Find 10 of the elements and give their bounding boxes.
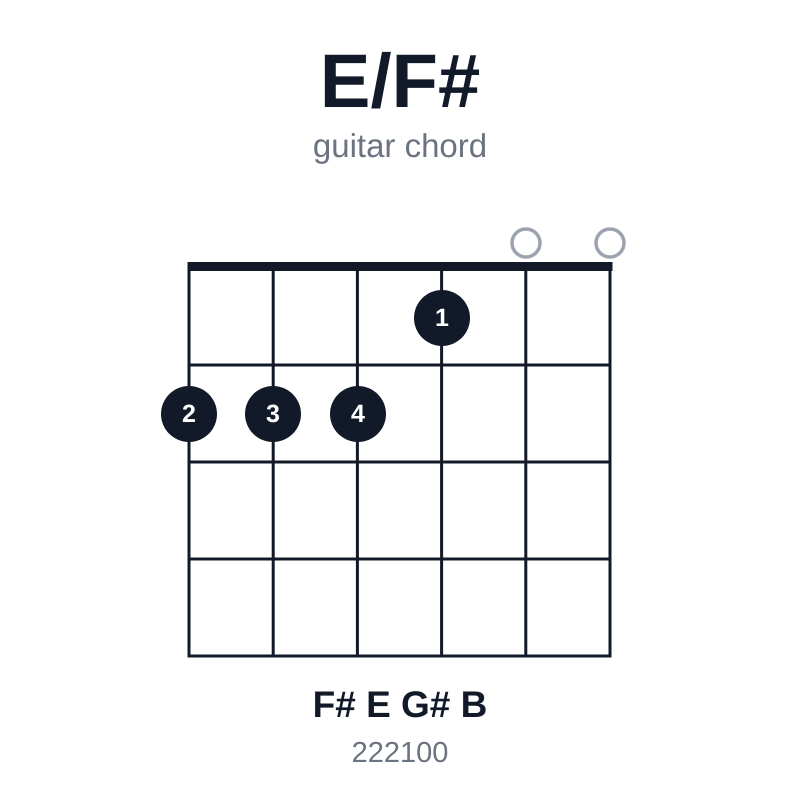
chord-subtitle: guitar chord bbox=[312, 129, 488, 162]
open-circle-icon bbox=[594, 227, 626, 259]
fret-numbers: 222100 bbox=[352, 739, 448, 768]
finger-dot: 1 bbox=[414, 290, 470, 346]
open-circle-icon bbox=[510, 227, 542, 259]
finger-dot: 2 bbox=[161, 386, 217, 442]
finger-dot: 3 bbox=[245, 386, 301, 442]
finger-dot: 4 bbox=[330, 386, 386, 442]
chord-title: E/F# bbox=[320, 44, 480, 120]
chord-note-names: F# E G# B bbox=[312, 686, 488, 723]
